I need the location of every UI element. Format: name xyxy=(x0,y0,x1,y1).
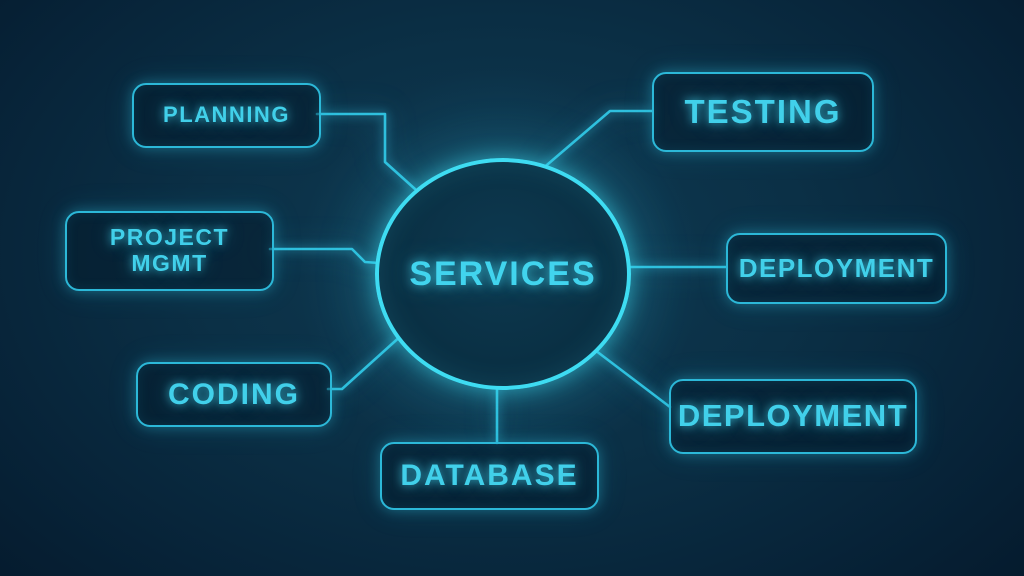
node-deployment-bottom-label: DEPLOYMENT xyxy=(677,398,909,434)
connector-coding xyxy=(326,332,405,391)
node-database: DATABASE xyxy=(380,442,599,510)
center-node-services: SERVICES xyxy=(375,158,631,390)
connector-project-mgmt xyxy=(268,247,381,265)
node-project-mgmt: PROJECT MGMT xyxy=(65,211,274,291)
node-deployment-right-label: DEPLOYMENT xyxy=(738,252,935,283)
node-coding: CODING xyxy=(136,362,332,427)
node-project-mgmt-line1: PROJECT xyxy=(109,224,230,251)
node-planning-label: PLANNING xyxy=(163,102,290,128)
node-deployment-right: DEPLOYMENT xyxy=(726,233,947,304)
center-node-label: SERVICES xyxy=(409,254,597,293)
node-testing-label: TESTING xyxy=(684,92,842,130)
node-database-label: DATABASE xyxy=(400,459,579,493)
node-coding-label: CODING xyxy=(168,377,300,411)
connector-planning xyxy=(315,112,417,191)
node-testing: TESTING xyxy=(652,72,874,152)
node-deployment-bottom: DEPLOYMENT xyxy=(669,379,917,454)
node-project-mgmt-label: PROJECT MGMT xyxy=(109,224,230,277)
node-planning: PLANNING xyxy=(132,83,321,148)
node-project-mgmt-line2: MGMT xyxy=(131,250,208,276)
connector-testing xyxy=(539,109,654,172)
